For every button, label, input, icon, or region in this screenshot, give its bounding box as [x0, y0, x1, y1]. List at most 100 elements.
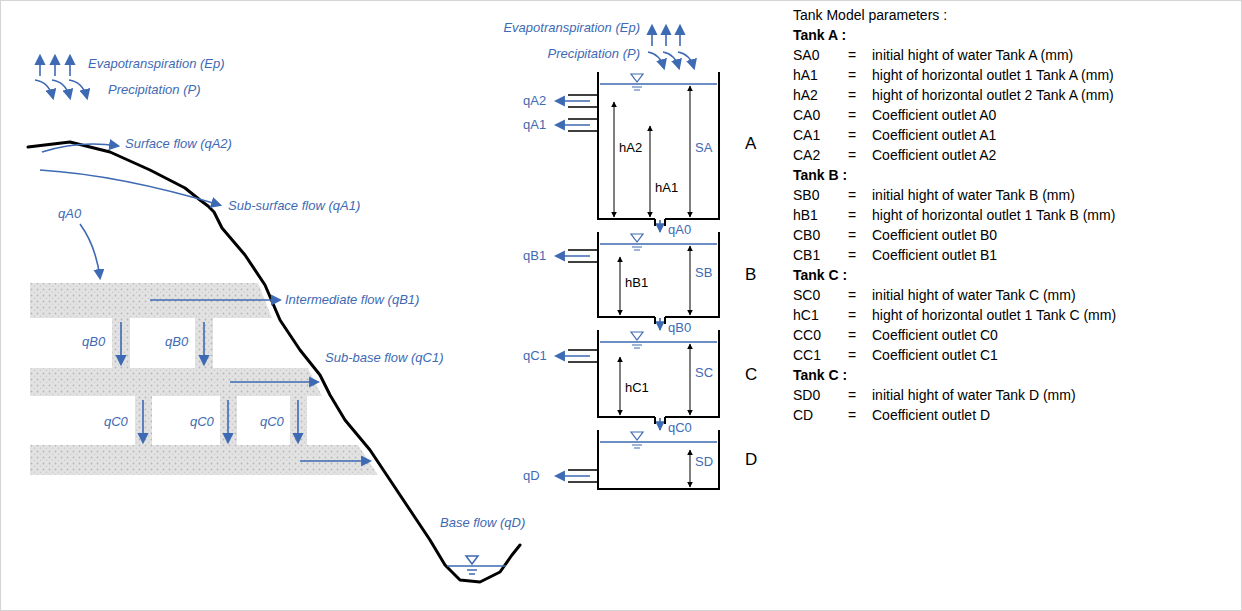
percolation-arrow: [659, 318, 661, 330]
drawing-stroke: [631, 432, 643, 440]
drawing-stroke: [598, 330, 719, 424]
parameter-description: Coefficient outlet A1: [872, 127, 996, 144]
drawing-stroke: [620, 257, 621, 315]
drawing-stroke: [52, 80, 70, 98]
flow-label: qC0: [104, 414, 128, 429]
drawing-stroke: [632, 445, 642, 448]
percolation-label: qB0: [668, 320, 691, 335]
section-heading: Tank A :: [793, 27, 846, 44]
tank-letter: C: [745, 365, 757, 384]
drawing-stroke: [600, 341, 717, 343]
equals-sign: =: [848, 227, 856, 244]
outlet-height-label: hA1: [655, 180, 678, 195]
storage-label: SA: [695, 140, 712, 155]
drawing-stroke: [80, 224, 100, 278]
tank-box: hA2hA1SAA: [597, 72, 720, 220]
drawing-stroke: [690, 344, 691, 415]
equals-sign: =: [848, 347, 856, 364]
tank-box: hB1SBB: [597, 232, 720, 318]
percolation-label: qA0: [668, 222, 691, 237]
outflow-label: qC1: [523, 348, 547, 363]
drawing-stroke: [69, 56, 71, 76]
equals-sign: =: [848, 207, 856, 224]
drawing-stroke: [227, 400, 229, 442]
parameter-description: Coefficient outlet B0: [872, 227, 997, 244]
parameter-name: SC0: [793, 287, 820, 304]
drawing-stroke: [39, 56, 41, 76]
equals-sign: =: [848, 47, 856, 64]
equals-sign: =: [848, 247, 856, 264]
tank-letter: B: [745, 265, 756, 284]
drawing-stroke: [663, 52, 679, 68]
drawing-stroke: [300, 460, 370, 462]
drawing-stroke: [648, 52, 664, 68]
drawing-stroke: [651, 26, 653, 46]
river-surface: [447, 556, 506, 574]
percolation-label: qC0: [668, 420, 692, 435]
drawing-stroke: [150, 299, 280, 301]
parameter-name: CA1: [793, 127, 820, 144]
outflow-label: qA1: [523, 117, 546, 132]
equals-sign: =: [848, 407, 856, 424]
storage-label: SC: [695, 365, 713, 380]
drawing-stroke: [690, 86, 691, 217]
parameter-description: Coefficient outlet A0: [872, 107, 996, 124]
flow-label: Precipitation (P): [548, 46, 640, 61]
parameter-name: hA2: [793, 87, 818, 104]
drawing-stroke: [620, 357, 621, 415]
outlet-height-label: hB1: [625, 275, 648, 290]
flow-label: Precipitation (P): [108, 82, 200, 97]
drawing-stroke: [556, 100, 590, 102]
drawing-stroke: [30, 445, 378, 475]
tank-letter: A: [745, 134, 756, 153]
flow-arrows: [35, 56, 370, 461]
flow-label: Intermediate flow (qB1): [285, 292, 419, 307]
parameter-name: SB0: [793, 187, 819, 204]
drawing-stroke: [290, 394, 307, 447]
parameter-description: initial hight of water Tank A (mm): [872, 47, 1073, 64]
equals-sign: =: [848, 307, 856, 324]
flow-label: qB0: [82, 334, 105, 349]
drawing-stroke: [600, 441, 717, 443]
equals-sign: =: [848, 187, 856, 204]
parameter-name: CD: [793, 407, 813, 424]
parameter-name: hB1: [793, 207, 818, 224]
drawing-stroke: [665, 26, 667, 46]
parameter-description: hight of horizontal outlet 2 Tank A (mm): [872, 87, 1114, 104]
flow-label: qB0: [165, 334, 188, 349]
tank-box: hC1SCC: [597, 330, 720, 418]
equals-sign: =: [848, 387, 856, 404]
drawing-stroke: [631, 74, 643, 82]
parameter-name: hC1: [793, 307, 819, 324]
soil-layers: [30, 283, 378, 475]
drawing-stroke: [466, 556, 478, 564]
drawing-stroke: [632, 247, 642, 250]
equals-sign: =: [848, 327, 856, 344]
drawing-stroke: [690, 450, 691, 487]
equals-sign: =: [848, 147, 856, 164]
drawing-stroke: [30, 368, 322, 396]
drawing-stroke: [35, 80, 53, 98]
parameter-description: Coefficient outlet A2: [872, 147, 996, 164]
parameter-name: CA0: [793, 107, 820, 124]
input-arrows: [648, 26, 694, 68]
outflow-label: qD: [523, 468, 540, 483]
parameter-description: initial hight of water Tank D (mm): [872, 387, 1076, 404]
drawing-stroke: [598, 430, 719, 489]
equals-sign: =: [848, 87, 856, 104]
drawing-stroke: [556, 355, 590, 357]
equals-sign: =: [848, 287, 856, 304]
drawing-stroke: [467, 570, 477, 574]
flow-label: Sub-base flow (qC1): [325, 350, 444, 365]
flow-label: qC0: [190, 414, 214, 429]
parameter-name: SD0: [793, 387, 820, 404]
drawing-stroke: [598, 232, 719, 324]
drawing-stroke: [42, 144, 118, 152]
drawing-stroke: [598, 72, 719, 226]
section-heading: Tank C :: [793, 267, 847, 284]
equals-sign: =: [848, 107, 856, 124]
drawing-stroke: [220, 394, 237, 447]
parameter-description: Coefficient outlet B1: [872, 247, 997, 264]
parameter-description: hight of horizontal outlet 1 Tank C (mm): [872, 307, 1116, 324]
equals-sign: =: [848, 127, 856, 144]
